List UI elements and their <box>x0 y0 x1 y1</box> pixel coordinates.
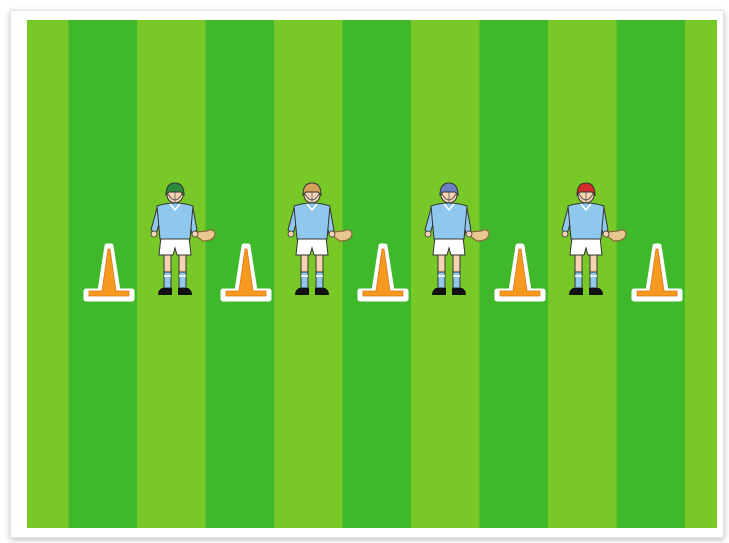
pitch <box>27 20 717 528</box>
pitch-canvas <box>27 20 717 528</box>
pitch-stripe <box>27 20 69 528</box>
pitch-stripe <box>685 20 717 528</box>
drill-diagram-frame <box>10 10 724 538</box>
